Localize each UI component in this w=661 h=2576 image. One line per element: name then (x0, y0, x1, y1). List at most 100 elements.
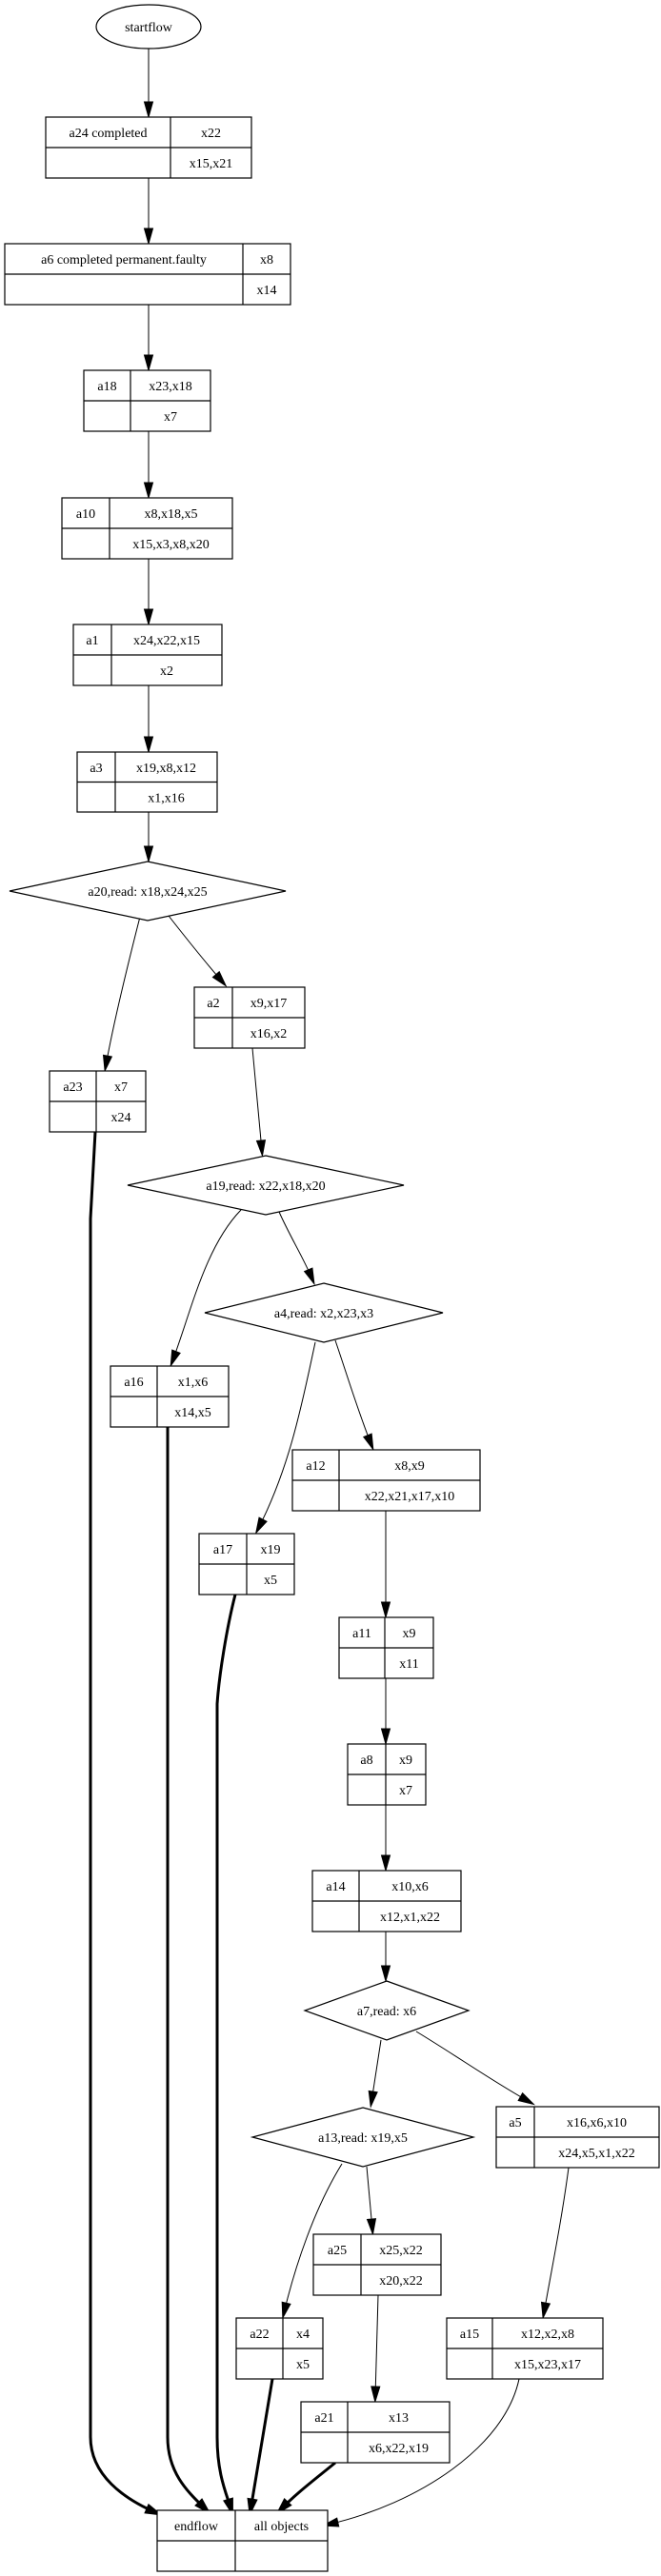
edge-line (334, 1339, 372, 1446)
activity-name: a24 completed (69, 127, 147, 141)
edge-a19-to-a16 (170, 1209, 242, 1368)
edge-line (283, 2163, 343, 2314)
edge-line (278, 1211, 313, 1280)
activity-name: a22 (250, 2328, 269, 2342)
activity-name: a17 (213, 1543, 232, 1557)
node-label: startflow (125, 21, 173, 35)
decision-label: a13,read: x19,x5 (318, 2131, 408, 2146)
node-a1[interactable]: a1 x24,x22,x15 x2 (72, 624, 223, 686)
arrowhead-icon (368, 2090, 378, 2109)
edge-a22-to-endflow (247, 2378, 274, 2517)
arrowhead-icon (255, 1139, 267, 1158)
decision-label: a7,read: x6 (357, 2005, 416, 2019)
activity-name: a15 (460, 2328, 479, 2342)
node-a19[interactable]: a19,read: x22,x18,x20 (127, 1155, 405, 1216)
write-set: x14 (257, 284, 277, 298)
write-set: x6,x22,x19 (369, 2442, 429, 2456)
activity-name: a3 (90, 762, 102, 776)
node-a24[interactable]: a24 completed x22 x15,x21 (45, 116, 252, 179)
write-set: x5 (264, 1574, 277, 1588)
node-a7[interactable]: a7,read: x6 (303, 1980, 471, 2041)
activity-name: a18 (97, 380, 116, 394)
write-set: x7 (399, 1784, 412, 1798)
node-a4[interactable]: a4,read: x2,x23,x3 (204, 1282, 444, 1343)
activity-name: a6 completed permanent.faulty (41, 253, 207, 268)
read-set: x13 (389, 2411, 409, 2426)
decision-diamond (127, 1155, 405, 1216)
edge-a17-to-endflow (215, 1594, 237, 2517)
node-a16[interactable]: a16 x1,x6 x14,x5 (110, 1365, 230, 1428)
node-a20[interactable]: a20,read: x18,x24,x25 (9, 861, 287, 921)
read-set: x9 (399, 1754, 412, 1768)
node-endflow[interactable]: endflow all objects (156, 2509, 329, 2572)
activity-name: a10 (76, 507, 95, 522)
activity-name: a14 (326, 1880, 345, 1894)
activity-name: endflow (174, 2520, 219, 2534)
decision-diamond (303, 1980, 471, 2041)
decision-label: a4,read: x2,x23,x3 (274, 1307, 373, 1321)
read-set: x22 (201, 127, 221, 141)
read-set: all objects (254, 2520, 309, 2534)
edge-line (89, 1131, 158, 2515)
edge-a24-to-a6 (143, 178, 154, 246)
read-set: x1,x6 (178, 1376, 209, 1390)
activity-name: a5 (509, 2116, 521, 2130)
arrowhead-icon (211, 970, 228, 988)
read-set: x24,x22,x15 (133, 634, 200, 648)
edge-a7-to-a13 (368, 2039, 382, 2109)
edge-a11-to-a8 (380, 1678, 391, 1746)
node-a13[interactable]: a13,read: x19,x5 (250, 2107, 476, 2168)
edge-a10-to-a1 (143, 559, 154, 626)
edge-a14-to-a7 (380, 1932, 391, 1983)
arrowhead-icon (143, 736, 154, 754)
edge-a18-to-a10 (143, 431, 154, 500)
read-set: x9,x17 (250, 997, 288, 1011)
read-set: x8,x9 (394, 1459, 425, 1474)
activity-name: a16 (124, 1376, 143, 1390)
edge-a25-to-a21 (371, 2294, 381, 2404)
edge-a8-to-a14 (380, 1805, 391, 1873)
edge-line (105, 916, 141, 1067)
write-set: x2 (160, 664, 173, 679)
arrowhead-icon (143, 228, 154, 246)
arrowhead-icon (143, 845, 154, 863)
write-set: x15,x21 (190, 157, 233, 171)
activity-name: a21 (314, 2411, 333, 2426)
edge-line (251, 1047, 263, 1152)
edge-a2-to-a19 (251, 1047, 267, 1158)
arrowhead-icon (366, 2218, 377, 2236)
activity-name: a11 (352, 1627, 371, 1641)
read-set: x9 (403, 1627, 416, 1641)
arrowhead-icon (143, 354, 154, 372)
write-set: x24 (111, 1111, 131, 1125)
edge-line (168, 915, 224, 983)
edge-a19-to-a4 (278, 1211, 315, 1286)
decision-diamond (250, 2107, 476, 2168)
read-set: x10,x6 (391, 1880, 429, 1894)
edge-line (215, 1594, 237, 2511)
activity-name: a1 (86, 634, 98, 648)
edge-line (327, 2378, 520, 2526)
write-set: x14,x5 (174, 1406, 211, 1420)
node-startflow[interactable]: startflow (95, 4, 202, 50)
arrowhead-icon (380, 1965, 391, 1983)
node-a21[interactable]: a21 x13 x6,x22,x19 (300, 2401, 451, 2464)
read-set: x25,x22 (379, 2244, 423, 2258)
edge-a13-to-a22 (281, 2163, 343, 2320)
